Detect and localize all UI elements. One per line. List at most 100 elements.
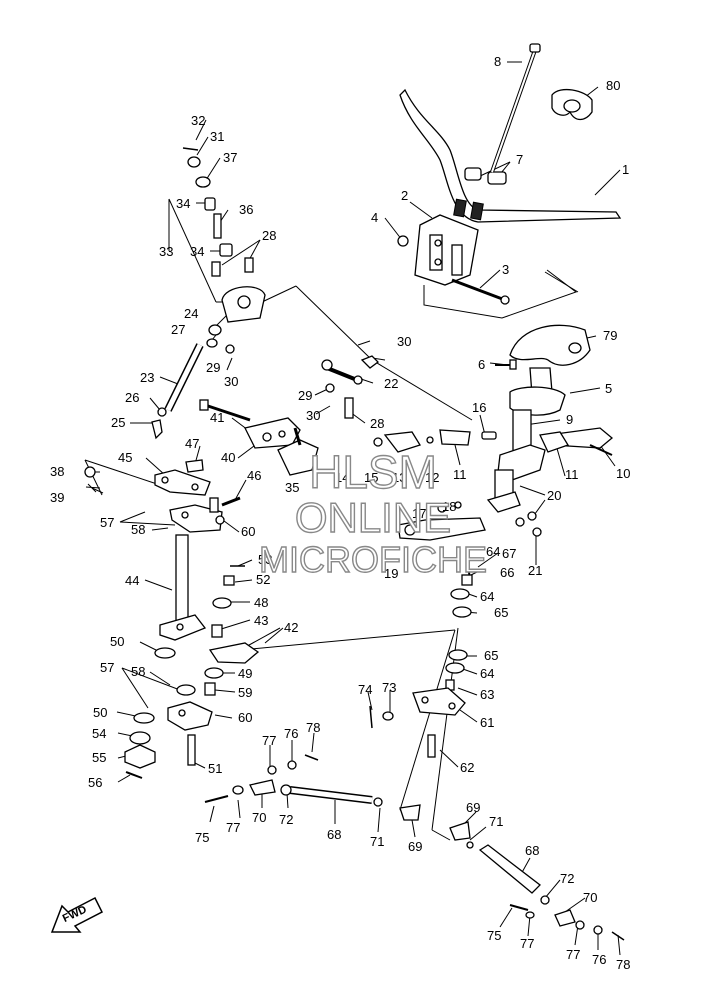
callout: 29 bbox=[206, 360, 220, 375]
pin-39 bbox=[85, 483, 101, 493]
callout: 16 bbox=[472, 400, 486, 415]
long-bolt bbox=[490, 43, 541, 173]
handlebar bbox=[399, 88, 622, 223]
callout: 44 bbox=[125, 573, 139, 588]
callout: 28 bbox=[370, 416, 384, 431]
callout: 31 bbox=[210, 129, 224, 144]
callout: 47 bbox=[185, 436, 199, 451]
washer-38 bbox=[84, 466, 96, 478]
callout: 62 bbox=[460, 760, 474, 775]
callout: 77 bbox=[566, 947, 580, 962]
callout: 73 bbox=[382, 680, 396, 695]
watermark-line-3: MICROFICHE bbox=[259, 539, 487, 580]
callout: 1 bbox=[622, 162, 629, 177]
lower-shaft bbox=[159, 534, 207, 641]
callout: 76 bbox=[284, 726, 298, 741]
callout: 49 bbox=[238, 666, 252, 681]
bracket-35 bbox=[277, 427, 319, 476]
callout: 11 bbox=[565, 467, 579, 482]
arm-45 bbox=[154, 459, 211, 496]
upper-arm-58 bbox=[169, 496, 241, 533]
callout: 70 bbox=[252, 810, 266, 825]
callout: 78 bbox=[616, 957, 630, 972]
callout: 64 bbox=[480, 666, 494, 681]
callout: 36 bbox=[239, 202, 253, 217]
callout: 63 bbox=[480, 687, 494, 702]
watermark-line-1: HLSM bbox=[309, 446, 437, 498]
callout: 77 bbox=[226, 820, 240, 835]
callout: 29 bbox=[298, 388, 312, 403]
callout: 72 bbox=[279, 812, 293, 827]
callout: 7 bbox=[516, 152, 523, 167]
callout: 6 bbox=[478, 357, 485, 372]
callout: 64 bbox=[480, 589, 494, 604]
callout: 66 bbox=[500, 565, 514, 580]
callout: 77 bbox=[520, 936, 534, 951]
callout: 24 bbox=[184, 306, 198, 321]
callout: 21 bbox=[528, 563, 542, 578]
callout: 5 bbox=[605, 381, 612, 396]
callout: 17 bbox=[412, 506, 426, 521]
callout: 18 bbox=[442, 499, 456, 514]
callout: 39 bbox=[50, 490, 64, 505]
handlebar-upper-clamps bbox=[464, 167, 507, 185]
callout: 71 bbox=[370, 834, 384, 849]
callout: 4 bbox=[371, 210, 378, 225]
callout: 30 bbox=[224, 374, 238, 389]
callout: 50 bbox=[93, 705, 107, 720]
callout: 60 bbox=[238, 710, 252, 725]
callout: 77 bbox=[262, 733, 276, 748]
callout: 3 bbox=[502, 262, 509, 277]
callout: 50 bbox=[110, 634, 124, 649]
callout: 57 bbox=[100, 515, 114, 530]
callout: 56 bbox=[88, 775, 102, 790]
watermark: HLSM ONLINE MICROFICHE bbox=[258, 445, 487, 580]
callout: 34 bbox=[190, 244, 204, 259]
callout: 13 bbox=[392, 470, 406, 485]
bolt-3 bbox=[451, 278, 510, 305]
callout: 51 bbox=[208, 761, 222, 776]
callout: 34 bbox=[176, 196, 190, 211]
callout: 68 bbox=[525, 843, 539, 858]
watermark-line-2: ONLINE bbox=[295, 494, 451, 541]
callout: 75 bbox=[195, 830, 209, 845]
handlebar-holder bbox=[414, 214, 479, 286]
callout: 55 bbox=[92, 750, 106, 765]
callout: 70 bbox=[583, 890, 597, 905]
screw-6 bbox=[495, 359, 517, 370]
callout: 52 bbox=[256, 572, 270, 587]
callout: 37 bbox=[223, 150, 237, 165]
nut-4 bbox=[397, 235, 409, 247]
callout: 57 bbox=[100, 660, 114, 675]
assembly-box-column-cover bbox=[544, 271, 579, 293]
tie-rod-link bbox=[321, 355, 379, 419]
callout: 9 bbox=[566, 412, 573, 427]
callout: 19 bbox=[384, 566, 398, 581]
callout: 54 bbox=[92, 726, 106, 741]
callout: 68 bbox=[327, 827, 341, 842]
callout: 10 bbox=[616, 466, 630, 481]
callout: 28 bbox=[262, 228, 276, 243]
callout-labels: 1 2 3 4 5 6 7 8 9 10 11 11 12 13 14 15 1… bbox=[50, 54, 630, 972]
right-column-stack bbox=[369, 561, 473, 758]
callout: 30 bbox=[397, 334, 411, 349]
callout: 76 bbox=[592, 952, 606, 967]
callout: 69 bbox=[408, 839, 422, 854]
nuts-20-21 bbox=[515, 511, 542, 537]
callout: 67 bbox=[502, 546, 516, 561]
fwd-arrow-icon: FWD bbox=[50, 896, 104, 933]
callout: 26 bbox=[125, 390, 139, 405]
callout: 27 bbox=[171, 322, 185, 337]
callout: 46 bbox=[247, 468, 261, 483]
upper-pivot-assembly bbox=[182, 147, 266, 323]
callout: 40 bbox=[221, 450, 235, 465]
callout: 72 bbox=[560, 871, 574, 886]
callout: 15 bbox=[364, 470, 378, 485]
callout: 59 bbox=[238, 685, 252, 700]
callout: 64 bbox=[486, 544, 500, 559]
steering-column-upper bbox=[486, 367, 566, 513]
callout: 41 bbox=[210, 410, 224, 425]
lower-washers bbox=[124, 647, 213, 779]
callout: 65 bbox=[494, 605, 508, 620]
